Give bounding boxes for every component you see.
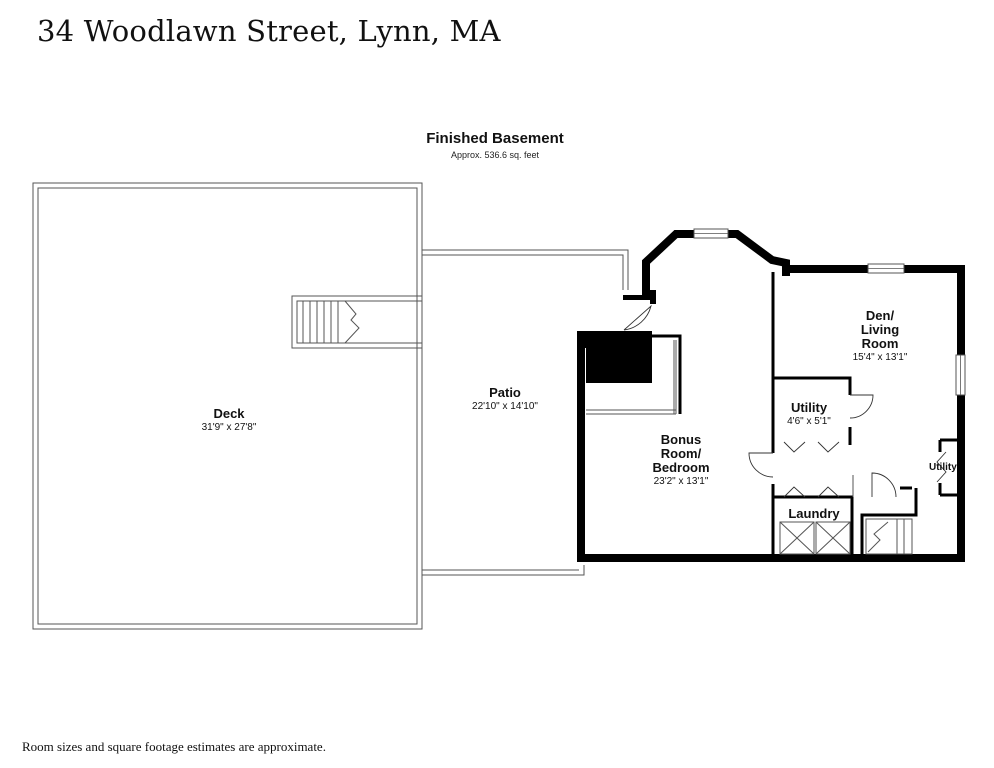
utility-label: Utility 4'6" x 5'1" xyxy=(787,400,831,427)
page-title: 34 Woodlawn Street, Lynn, MA xyxy=(37,14,501,48)
deck-label: Deck 31'9" x 27'8" xyxy=(202,406,257,433)
utility-closet-label: Utility xyxy=(929,462,957,473)
svg-text:Room: Room xyxy=(862,336,899,351)
laundry-label: Laundry xyxy=(788,506,840,521)
svg-text:15'4" x 13'1": 15'4" x 13'1" xyxy=(853,352,908,363)
svg-text:4'6" x 5'1": 4'6" x 5'1" xyxy=(787,416,831,427)
patio-label: Patio 22'10" x 14'10" xyxy=(472,385,538,412)
svg-text:Room/: Room/ xyxy=(661,446,702,461)
disclaimer: Room sizes and square footage estimates … xyxy=(22,739,326,754)
floor-title: Finished Basement xyxy=(426,130,564,147)
svg-text:22'10" x 14'10": 22'10" x 14'10" xyxy=(472,401,538,412)
deck-outline xyxy=(32,182,423,630)
bonus-room-label: Bonus Room/ Bedroom 23'2" x 13'1" xyxy=(652,432,709,487)
svg-text:Den/: Den/ xyxy=(866,308,895,323)
svg-text:23'2" x 13'1": 23'2" x 13'1" xyxy=(654,476,709,487)
entry-door xyxy=(622,300,652,331)
svg-text:Deck: Deck xyxy=(213,406,245,421)
interior-walls xyxy=(586,272,958,556)
svg-text:Bedroom: Bedroom xyxy=(652,460,709,475)
laundry-appliances xyxy=(779,521,851,555)
chimney-block xyxy=(577,331,652,383)
svg-text:Bonus: Bonus xyxy=(661,432,701,447)
den-label: Den/ Living Room 15'4" x 13'1" xyxy=(853,308,908,363)
svg-text:Laundry: Laundry xyxy=(788,506,840,521)
stairs xyxy=(291,295,423,349)
svg-text:31'9" x 27'8": 31'9" x 27'8" xyxy=(202,422,257,433)
windows xyxy=(693,228,966,396)
svg-text:Utility: Utility xyxy=(791,400,828,415)
interior-doors xyxy=(748,394,947,498)
svg-text:Utility: Utility xyxy=(929,462,957,473)
interior-stairs xyxy=(865,518,913,555)
floor-area: Approx. 536.6 sq. feet xyxy=(450,150,540,160)
exterior-walls xyxy=(577,230,965,562)
svg-text:Living: Living xyxy=(861,322,899,337)
patio-outline xyxy=(422,249,629,576)
svg-text:Patio: Patio xyxy=(489,385,521,400)
